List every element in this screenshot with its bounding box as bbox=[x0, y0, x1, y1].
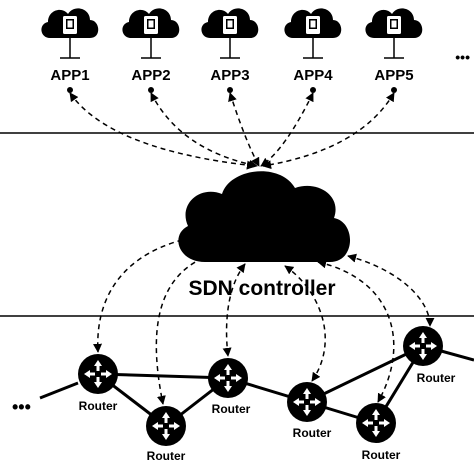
cloud-app-icon bbox=[284, 8, 342, 38]
app-5: APP5 bbox=[365, 8, 423, 93]
router-icon bbox=[208, 358, 248, 398]
router-icon bbox=[146, 406, 186, 446]
controller-router-links bbox=[93, 232, 435, 405]
app-1: APP1 bbox=[41, 8, 99, 93]
router-icon bbox=[356, 403, 396, 443]
cloud-app-icon bbox=[201, 8, 259, 38]
network-ellipsis: ••• bbox=[12, 397, 31, 417]
router-label: Router bbox=[212, 402, 251, 416]
app-label: APP1 bbox=[50, 67, 89, 84]
router-5: Router bbox=[356, 403, 401, 462]
app-2: APP2 bbox=[122, 8, 180, 93]
router-label: Router bbox=[79, 399, 118, 413]
cloud-app-icon bbox=[122, 8, 180, 38]
router-label: Router bbox=[147, 449, 186, 463]
app-label: APP5 bbox=[374, 67, 413, 84]
app-3: APP3 bbox=[201, 8, 259, 93]
apps-ellipsis: ••• bbox=[455, 49, 470, 65]
router-6: Router bbox=[403, 326, 456, 385]
router-4: Router bbox=[287, 382, 332, 440]
router-icon bbox=[78, 354, 118, 394]
app-controller-links bbox=[69, 92, 395, 170]
router-icon bbox=[287, 382, 327, 422]
router-1: Router bbox=[78, 354, 118, 413]
router-label: Router bbox=[293, 426, 332, 440]
app-label: APP2 bbox=[131, 67, 170, 84]
cloud-app-icon bbox=[41, 8, 99, 38]
router-label: Router bbox=[362, 448, 401, 462]
cloud-icon bbox=[178, 171, 351, 262]
router-icon bbox=[403, 326, 443, 366]
app-label: APP4 bbox=[293, 67, 333, 84]
router-3: Router bbox=[208, 358, 251, 416]
controller-label: SDN controller bbox=[188, 277, 335, 300]
cloud-app-icon bbox=[365, 8, 423, 38]
app-label: APP3 bbox=[210, 67, 249, 84]
router-label: Router bbox=[417, 371, 456, 385]
router-2: Router bbox=[146, 406, 186, 463]
app-4: APP4 bbox=[284, 8, 342, 93]
